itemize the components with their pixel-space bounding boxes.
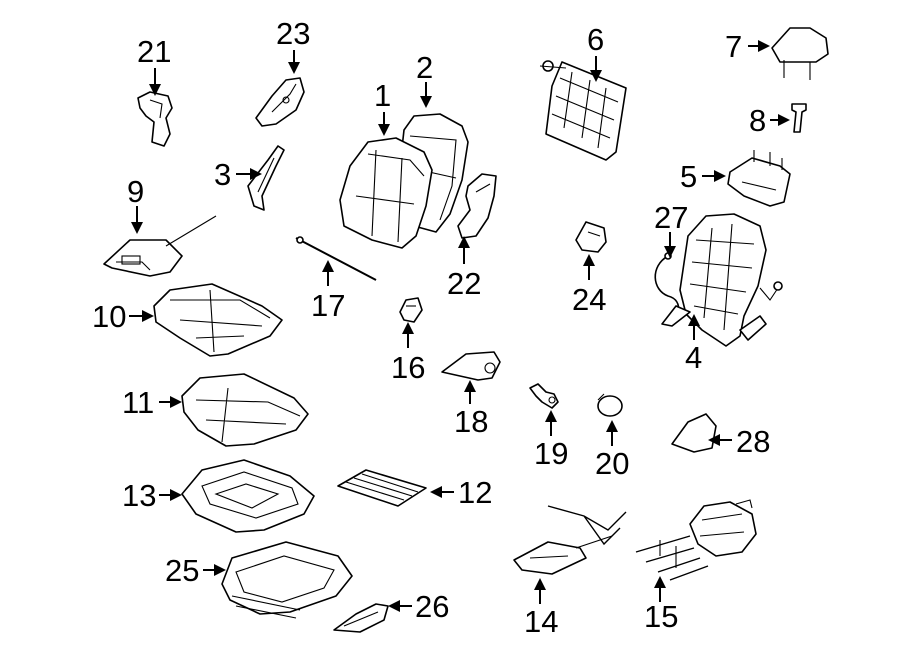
part-15-seat-adjuster bbox=[635, 499, 757, 581]
callout-1: 1 bbox=[374, 78, 391, 113]
callout-7: 7 bbox=[725, 29, 742, 64]
callout-8: 8 bbox=[749, 103, 766, 138]
part-22-side-pad bbox=[457, 173, 497, 239]
callout-22: 22 bbox=[447, 266, 481, 301]
part-5-module bbox=[727, 150, 791, 207]
part-21-bracket bbox=[137, 91, 173, 147]
callout-13: 13 bbox=[122, 478, 156, 513]
callout-17: 17 bbox=[311, 288, 345, 323]
part-18-handle bbox=[441, 351, 501, 381]
callout-12: 12 bbox=[458, 475, 492, 510]
part-19-bolt bbox=[529, 383, 559, 409]
callout-23: 23 bbox=[276, 16, 310, 51]
callout-6: 6 bbox=[587, 22, 604, 57]
part-6-lumbar-support bbox=[539, 60, 627, 161]
part-27-harness bbox=[654, 252, 680, 313]
part-9-side-cover bbox=[103, 215, 217, 277]
callout-11: 11 bbox=[122, 385, 154, 420]
callout-labels: 21 23 1 2 6 7 8 3 5 9 27 22 24 17 10 4 1… bbox=[92, 16, 770, 639]
callout-20: 20 bbox=[595, 446, 629, 481]
part-1-seat-back-pad bbox=[339, 137, 433, 249]
callout-10: 10 bbox=[92, 299, 126, 334]
part-20-cap bbox=[597, 393, 623, 417]
part-14-harness bbox=[513, 505, 627, 575]
callout-16: 16 bbox=[391, 350, 425, 385]
callout-25: 25 bbox=[165, 553, 199, 588]
callout-28: 28 bbox=[736, 424, 770, 459]
part-23-side-shield bbox=[255, 77, 305, 127]
callout-24: 24 bbox=[572, 282, 606, 317]
part-12-heater-pad bbox=[337, 469, 427, 507]
part-25-seat-frame bbox=[221, 541, 353, 619]
part-7-headrest bbox=[771, 27, 829, 80]
callout-19: 19 bbox=[534, 436, 568, 471]
part-3-trim-strip bbox=[247, 145, 285, 211]
callout-18: 18 bbox=[454, 404, 488, 439]
part-24-clip bbox=[575, 221, 607, 253]
callout-26: 26 bbox=[415, 589, 449, 624]
part-28-trim-cover bbox=[671, 413, 717, 453]
part-4-seat-back-frame bbox=[661, 213, 783, 347]
part-16-knob bbox=[399, 297, 423, 323]
callout-arrows bbox=[129, 40, 790, 612]
callout-9: 9 bbox=[127, 174, 144, 209]
part-26-side-trim bbox=[333, 603, 389, 633]
callout-15: 15 bbox=[644, 599, 678, 634]
callout-14: 14 bbox=[524, 604, 558, 639]
part-13-cushion-frame bbox=[181, 459, 315, 533]
part-10-cushion-cover bbox=[153, 283, 283, 357]
part-11-cushion-pad bbox=[181, 373, 309, 447]
callout-3: 3 bbox=[214, 157, 231, 192]
part-17-rod bbox=[295, 236, 377, 281]
callout-5: 5 bbox=[680, 159, 697, 194]
part-8-headrest-guide bbox=[791, 103, 807, 133]
callout-27: 27 bbox=[654, 200, 688, 235]
callout-4: 4 bbox=[685, 340, 702, 375]
callout-21: 21 bbox=[137, 34, 171, 69]
callout-2: 2 bbox=[416, 50, 433, 85]
